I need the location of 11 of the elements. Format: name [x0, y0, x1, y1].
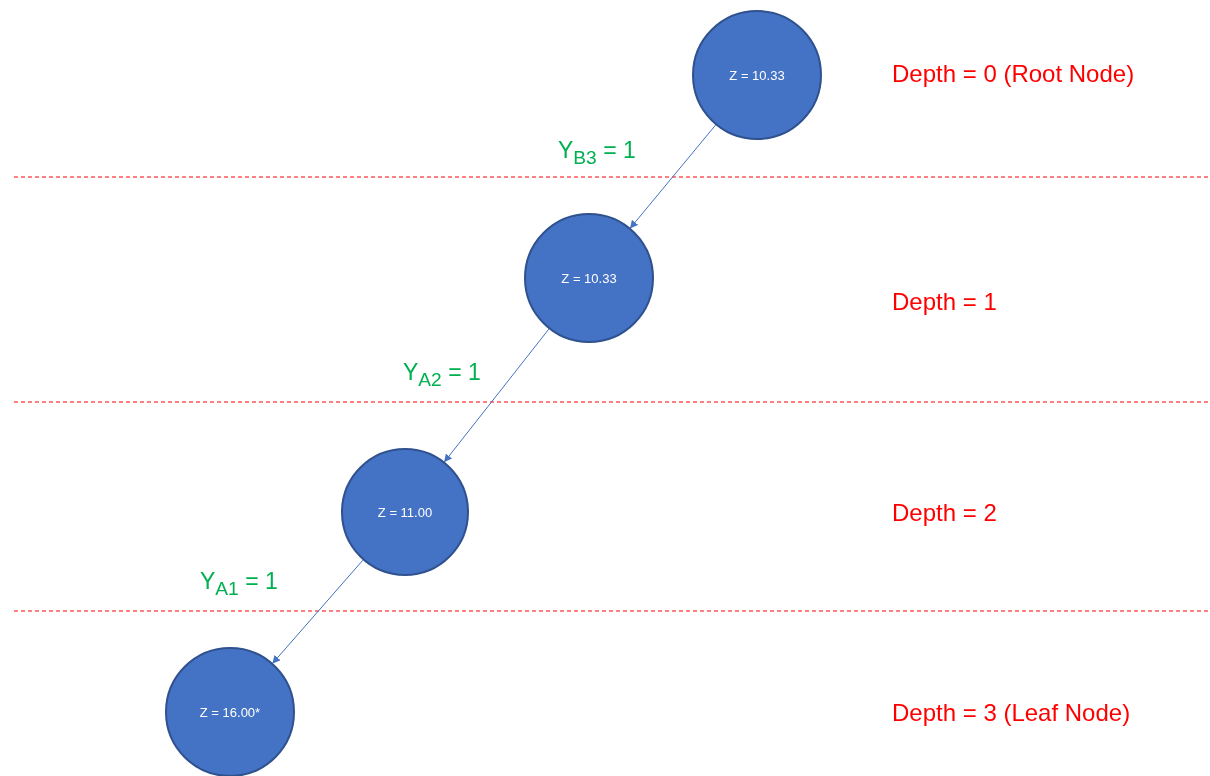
- tree-node: Z = 10.33: [524, 213, 654, 343]
- tree-node: Z = 11.00: [341, 448, 469, 576]
- depth-label: Depth = 0 (Root Node): [892, 60, 1135, 88]
- tree-node: Z = 10.33: [692, 10, 822, 140]
- depth-label: Depth = 2: [892, 499, 997, 527]
- depth-label: Depth = 3 (Leaf Node): [892, 699, 1131, 727]
- arrow: [629, 124, 717, 229]
- depth-label: Depth = 1: [892, 288, 997, 316]
- tree-node: Z = 16.00*: [165, 647, 295, 776]
- arrow: [444, 328, 550, 463]
- arrow: [272, 559, 364, 664]
